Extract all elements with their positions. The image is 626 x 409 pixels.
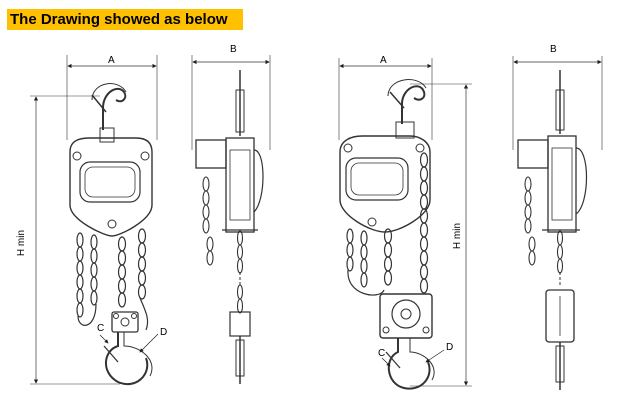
fig1-label-c: C xyxy=(97,323,104,334)
fig4-label-b: B xyxy=(550,44,557,55)
hoist-1-front-view xyxy=(30,55,158,385)
fig3-label-d: D xyxy=(446,342,453,353)
fig1-label-a: A xyxy=(108,55,115,66)
title-banner xyxy=(7,9,243,30)
fig2-label-b: B xyxy=(230,44,237,55)
fig3-label-h-min: H min xyxy=(452,223,463,249)
fig1-label-h-min: H min xyxy=(16,230,27,256)
hoist-2-side-view xyxy=(512,56,603,390)
hoist-1-side-view xyxy=(191,55,271,384)
fig3-label-c: C xyxy=(378,348,385,359)
page-title: The Drawing showed as below xyxy=(10,11,228,28)
hoist-2-front-view xyxy=(338,58,472,390)
fig3-label-a: A xyxy=(380,55,387,66)
fig1-label-d: D xyxy=(160,327,167,338)
